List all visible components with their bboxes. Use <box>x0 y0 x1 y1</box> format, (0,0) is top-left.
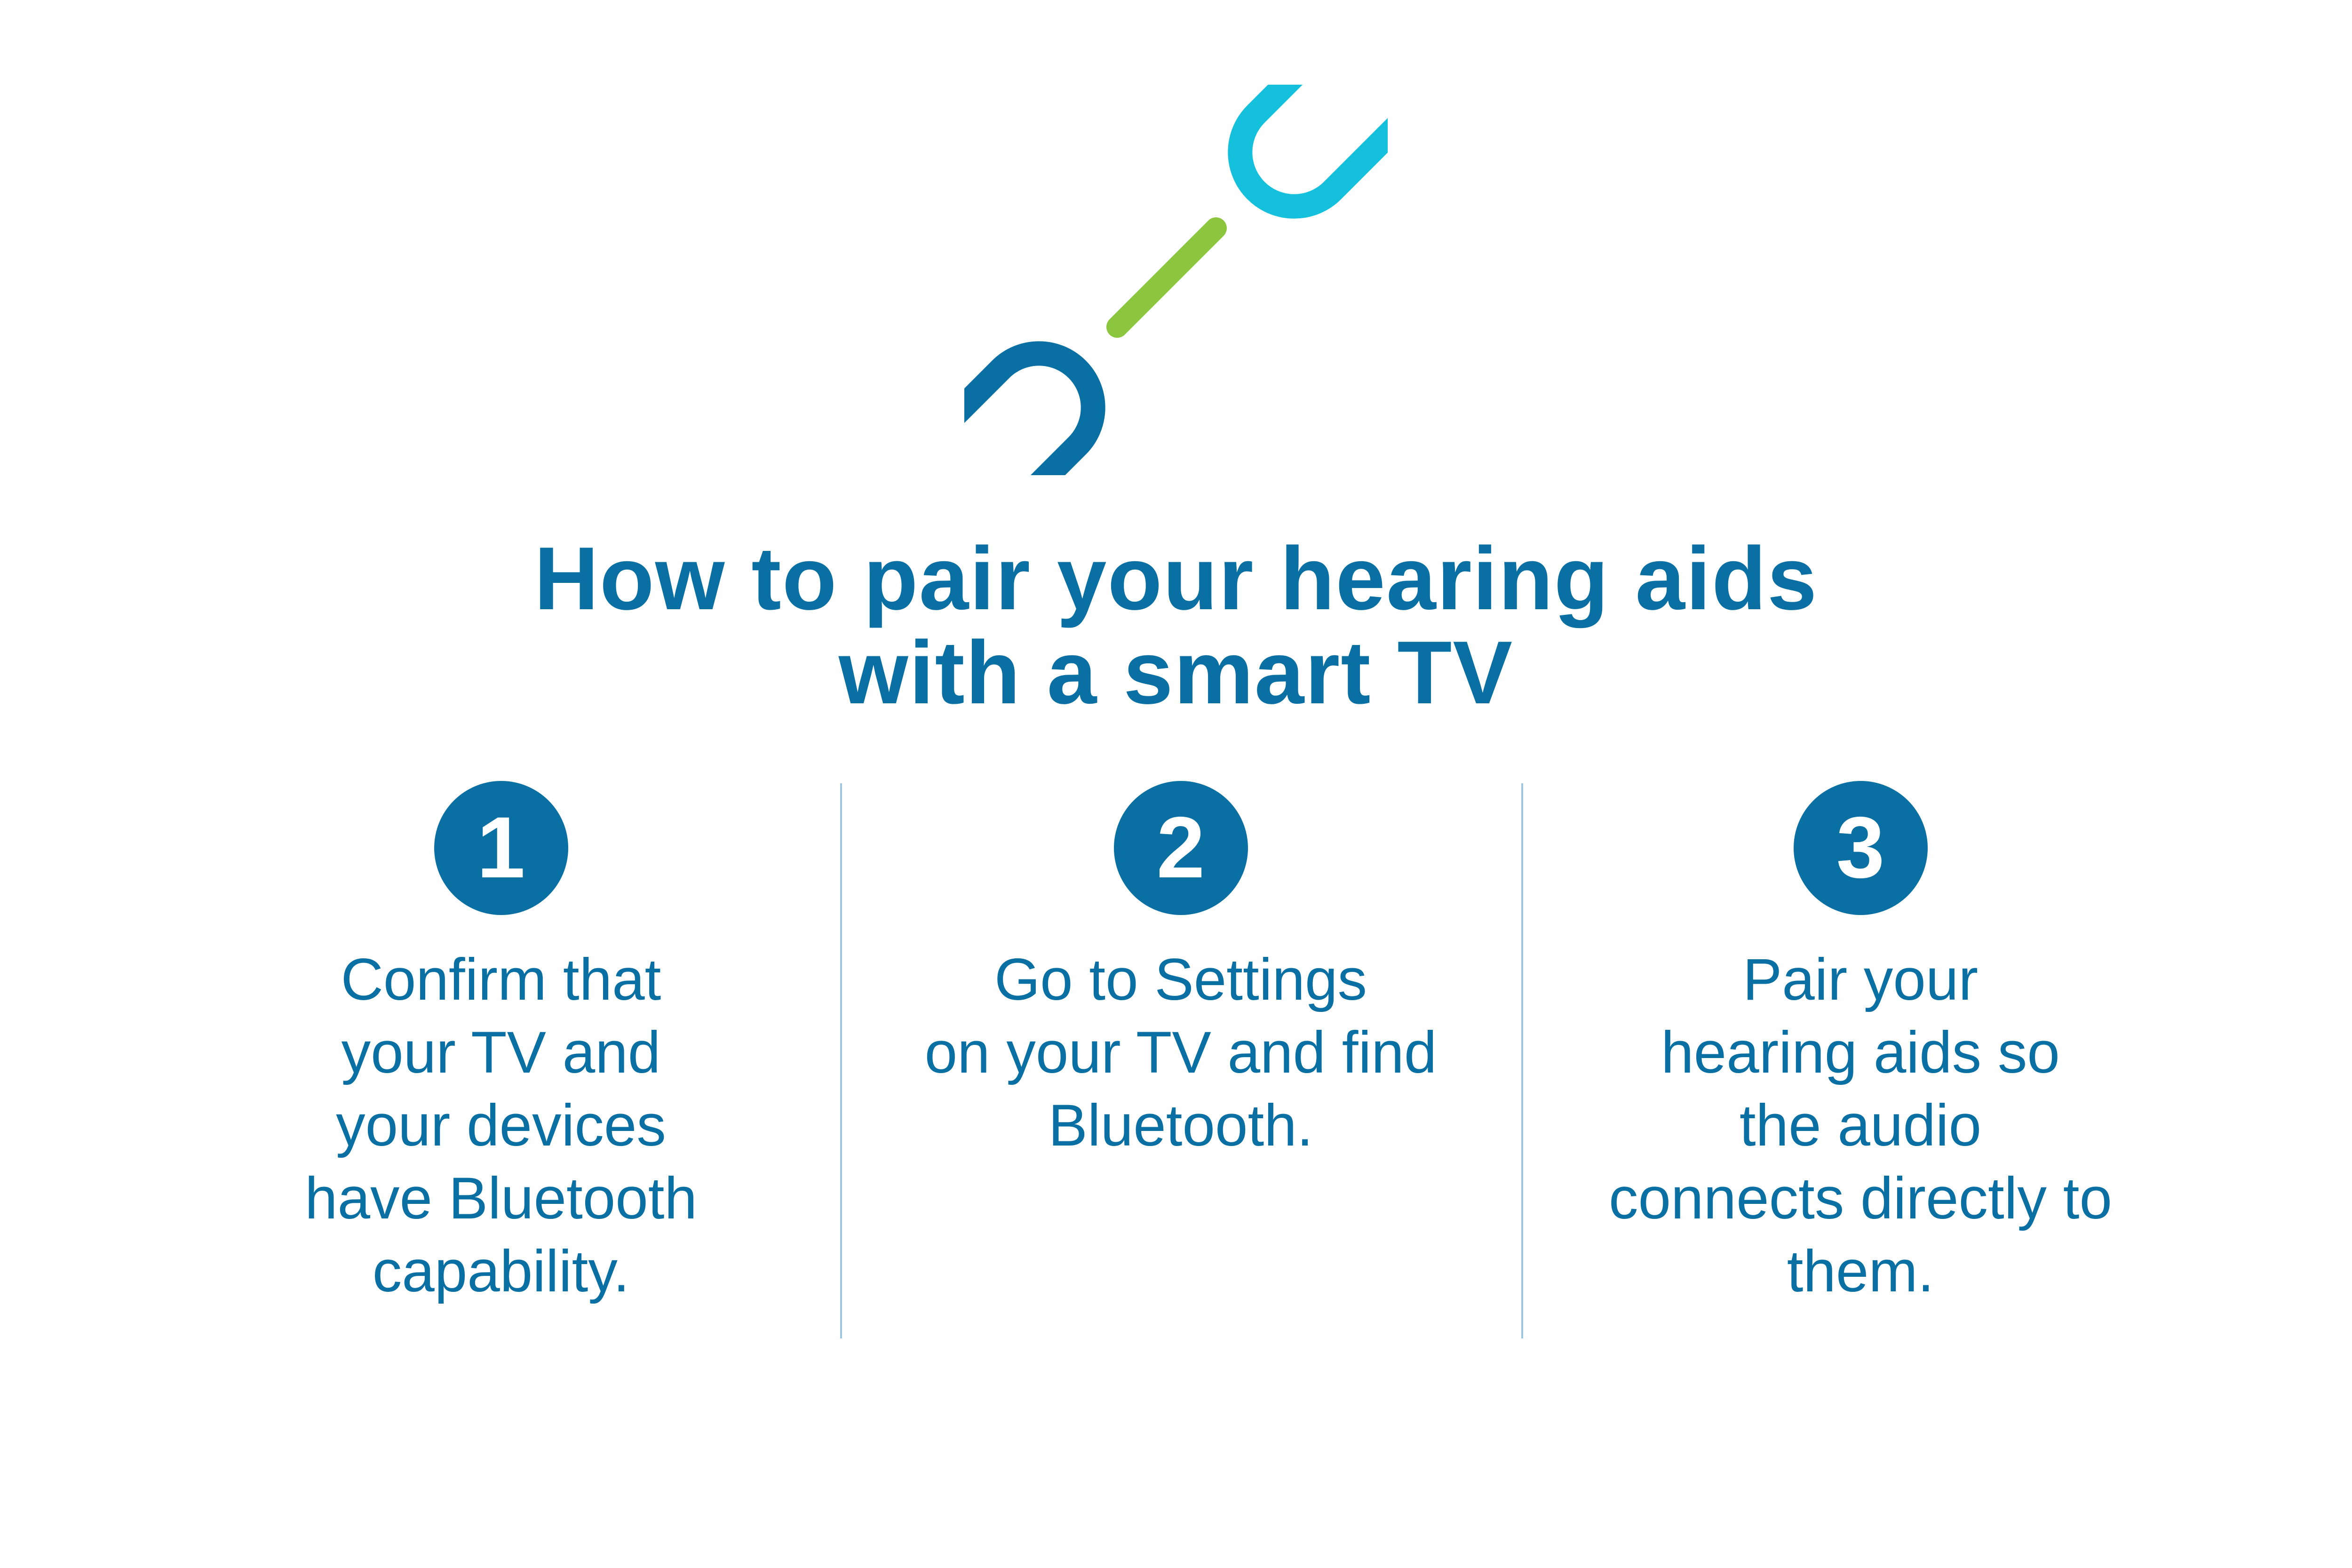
step-description-line: Pair your <box>1742 947 1979 1012</box>
step-description-line: your TV and <box>341 1020 661 1085</box>
step-number-badge: 3 <box>1793 781 1928 915</box>
column-divider-2 <box>1521 783 1523 1338</box>
column-divider-1 <box>840 783 842 1338</box>
step-2: 2 Go to Settings on your TV and find Blu… <box>842 781 1519 1162</box>
step-description-line: them. <box>1787 1239 1934 1304</box>
step-description-line: hearing aids so <box>1661 1020 2060 1085</box>
page-title: How to pair your hearing aids with a sma… <box>0 532 2352 720</box>
page-title-line-1: How to pair your hearing aids <box>534 529 1818 629</box>
step-description-line: Confirm that <box>341 947 661 1012</box>
step-description-line: the audio <box>1739 1093 1982 1158</box>
page-title-line-2: with a smart TV <box>838 623 1514 723</box>
chain-link-connector <box>1106 217 1227 338</box>
chain-link-cyan-ring <box>1228 85 1388 219</box>
step-1: 1 Confirm that your TV and your devices … <box>162 781 840 1308</box>
step-description-line: on your TV and find <box>924 1020 1437 1085</box>
step-description-line: connects directly to <box>1609 1166 2112 1231</box>
chain-link-dark-ring <box>964 341 1105 475</box>
step-description-line: your devices <box>336 1093 666 1158</box>
step-3: 3 Pair your hearing aids so the audio co… <box>1522 781 2199 1308</box>
step-number-badge: 2 <box>1113 781 1248 915</box>
step-number-badge: 1 <box>434 781 568 915</box>
step-description: Confirm that your TV and your devices ha… <box>162 943 840 1308</box>
step-description: Pair your hearing aids so the audio conn… <box>1522 943 2199 1308</box>
step-description-line: Go to Settings <box>994 947 1367 1012</box>
step-description: Go to Settings on your TV and find Bluet… <box>842 943 1519 1162</box>
step-description-line: Bluetooth. <box>1048 1093 1313 1158</box>
chain-link-icon <box>964 85 1388 475</box>
step-description-line: capability. <box>372 1239 630 1304</box>
step-description-line: have Bluetooth <box>305 1166 697 1231</box>
